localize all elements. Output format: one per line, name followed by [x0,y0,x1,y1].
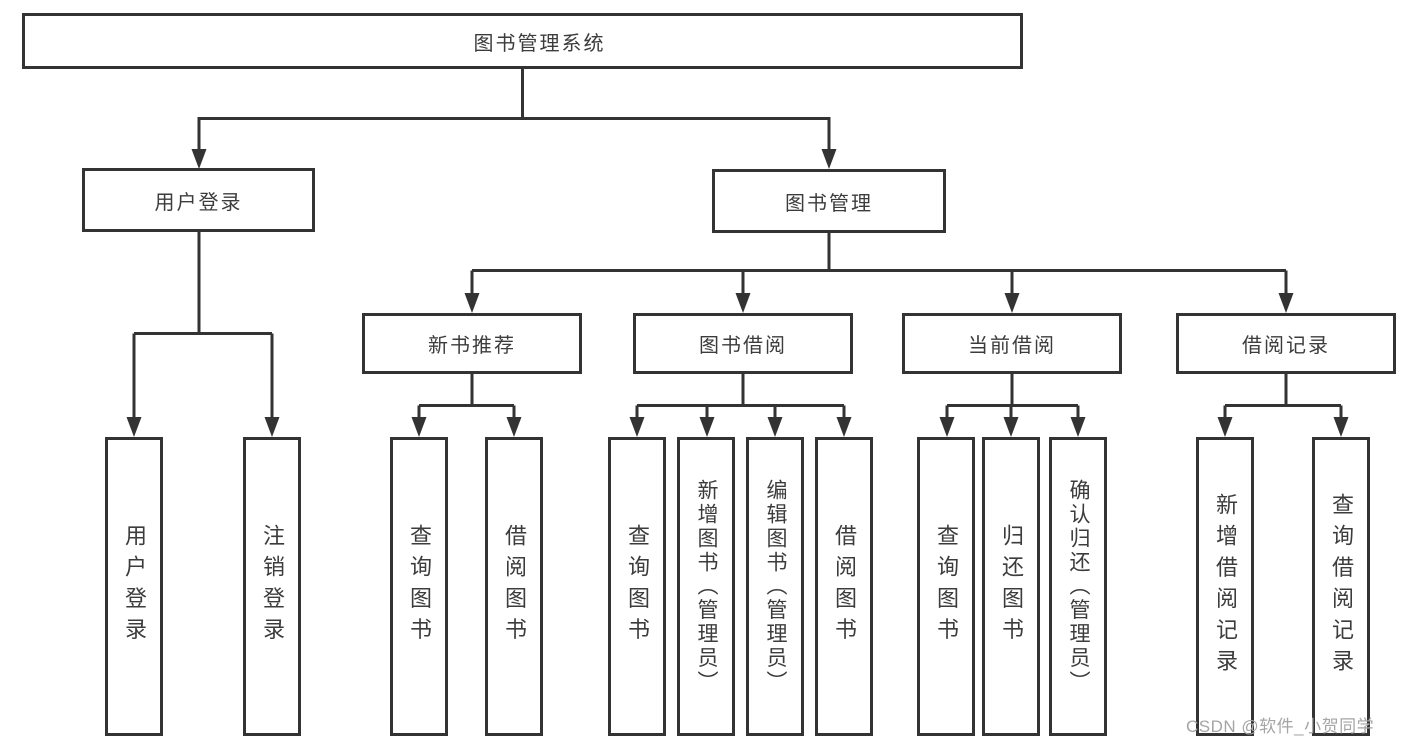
node-book-borrowing: 图书借阅 [633,313,853,374]
node-book-borrowing-label: 图书借阅 [699,335,787,357]
leaf-user-login: 用户登录 [105,437,163,736]
leaf-query-books-1: 查询图书 [390,437,448,736]
leaf-borrow-books-2: 借阅图书 [815,437,873,736]
leaf-add-books-admin-label: 新增图书（管理员） [695,478,718,695]
leaf-user-login-label: 用户登录 [122,524,147,649]
node-user-login: 用户登录 [82,168,315,232]
leaf-add-borrow-record-label: 新增借阅记录 [1213,492,1238,681]
leaf-query-borrow-record: 查询借阅记录 [1312,437,1370,736]
leaf-logout-label: 注销登录 [260,524,285,649]
leaf-confirm-return-admin: 确认归还（管理员） [1049,437,1107,736]
node-new-book-recommend-label: 新书推荐 [428,335,516,357]
node-book-management: 图书管理 [712,169,946,233]
csdn-watermark: CSDN @软件_小贺同学 [1186,717,1375,736]
leaf-borrow-books-1-label: 借阅图书 [502,524,527,649]
node-borrow-records-label: 借阅记录 [1242,335,1330,357]
leaf-logout: 注销登录 [243,437,301,736]
leaf-return-books-label: 归还图书 [999,524,1024,649]
leaf-borrow-books-2-label: 借阅图书 [832,524,857,649]
leaf-add-borrow-record: 新增借阅记录 [1196,437,1254,736]
node-new-book-recommend: 新书推荐 [362,313,582,374]
leaf-query-borrow-record-label: 查询借阅记录 [1329,492,1354,681]
node-root-label: 图书管理系统 [473,32,606,55]
node-user-login-label: 用户登录 [154,191,243,214]
node-book-management-label: 图书管理 [785,192,873,215]
node-borrow-records: 借阅记录 [1176,313,1396,374]
leaf-query-books-3: 查询图书 [917,437,975,736]
node-current-borrowing: 当前借阅 [902,313,1122,374]
leaf-confirm-return-admin-label: 确认归还（管理员） [1067,478,1090,695]
leaf-query-books-3-label: 查询图书 [934,524,959,649]
node-root-system: 图书管理系统 [22,13,1023,69]
leaf-add-books-admin: 新增图书（管理员） [677,437,735,736]
leaf-query-books-1-label: 查询图书 [407,524,432,649]
leaf-query-books-2-label: 查询图书 [625,524,650,649]
leaf-query-books-2: 查询图书 [608,437,666,736]
leaf-edit-books-admin-label: 编辑图书（管理员） [764,478,787,695]
leaf-borrow-books-1: 借阅图书 [485,437,543,736]
node-current-borrowing-label: 当前借阅 [968,335,1056,357]
leaf-return-books: 归还图书 [982,437,1040,736]
leaf-edit-books-admin: 编辑图书（管理员） [746,437,804,736]
